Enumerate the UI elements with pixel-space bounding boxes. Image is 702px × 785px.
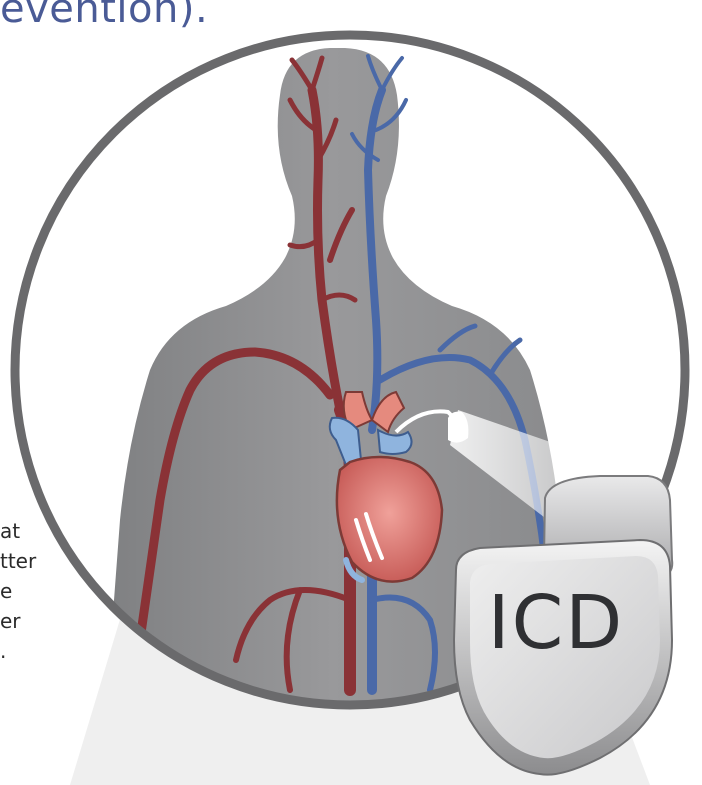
icd-label: ICD bbox=[466, 580, 646, 666]
